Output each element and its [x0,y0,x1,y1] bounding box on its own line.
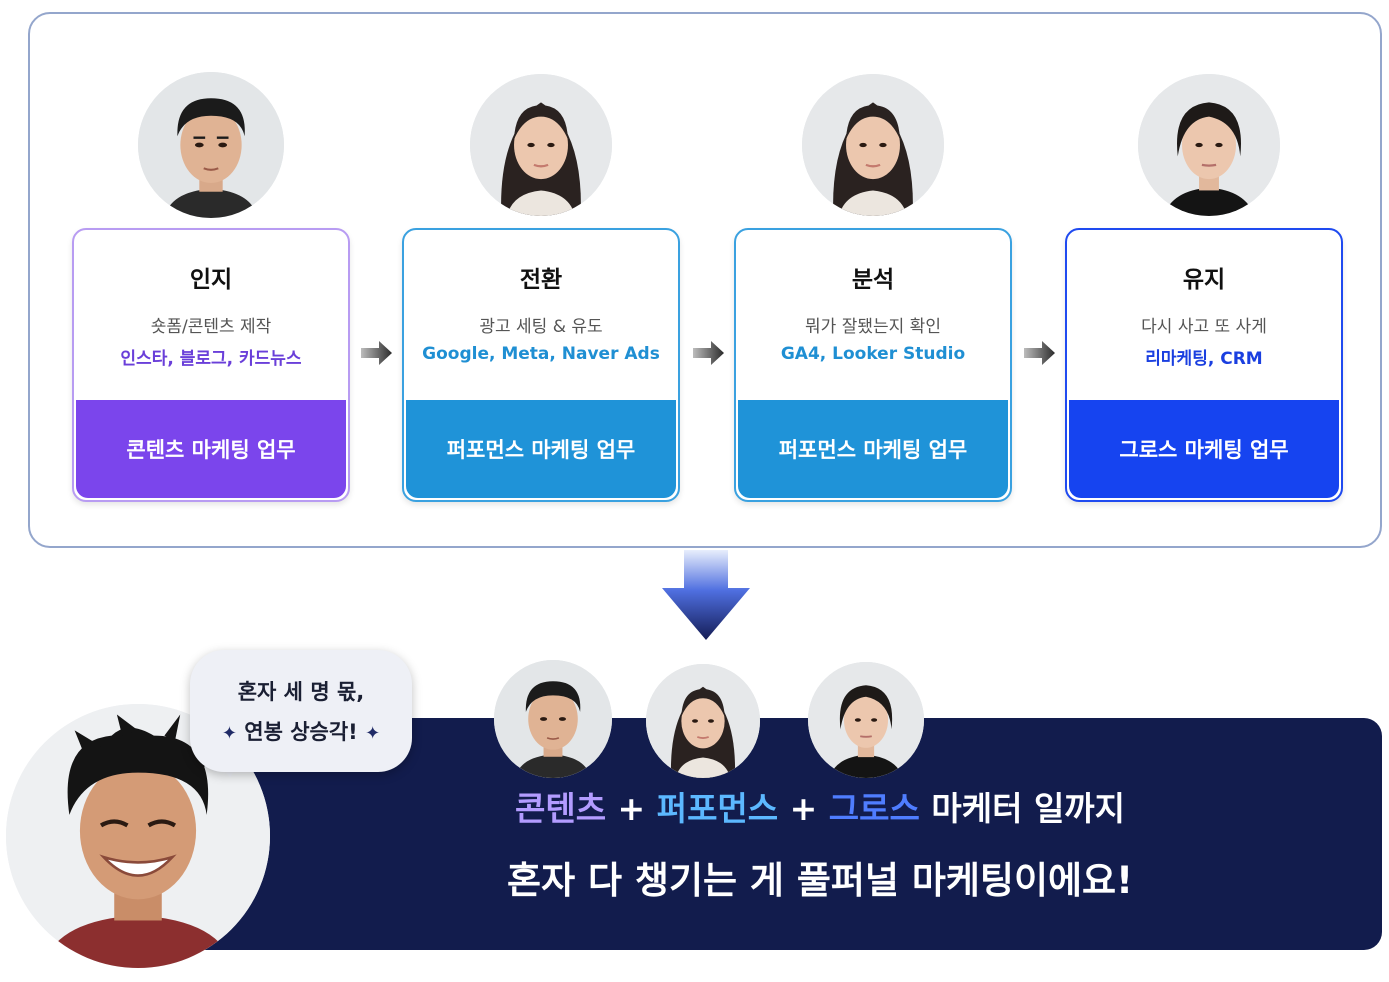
plus-sign: + [778,789,829,828]
growth-marketer-label: 그로스 [828,789,920,828]
bubble-line-2-wrap: ✦ 연봉 상승각! ✦ [190,716,412,746]
headline-rest: 마케터 일까지 [919,789,1126,828]
summary-subheadline: 혼자 다 챙기는 게 풀퍼널 마케팅이에요! [507,859,1133,902]
stage-task: 광고 세팅 & 유도 [479,317,603,337]
funnel-card-awareness: 인지 숏폼/콘텐츠 제작 인스타, 블로그, 카드뉴스 콘텐츠 마케팅 업무 [72,228,350,502]
avatar-woman-small [646,664,760,778]
stage-role: 퍼포먼스 마케팅 업무 [406,400,676,498]
bubble-line-1: 혼자 세 명 몫, [237,680,365,704]
stage-tools: Google, Meta, Naver Ads [422,344,660,364]
funnel-card-conversion: 전환 광고 세팅 & 유도 Google, Meta, Naver Ads 퍼포… [402,228,680,502]
stage-tools: 인스타, 블로그, 카드뉴스 [120,349,302,369]
funnel-card-retention: 유지 다시 사고 또 사게 리마케팅, CRM 그로스 마케팅 업무 [1065,228,1343,502]
stage-title: 인지 [189,267,233,293]
stage-role: 그로스 마케팅 업무 [1069,400,1339,498]
plus-sign: + [606,789,657,828]
stage-task: 숏폼/콘텐츠 제작 [150,317,272,337]
stage-task: 뭐가 잘됐는지 확인 [805,317,941,337]
stage-role: 콘텐츠 마케팅 업무 [76,400,346,498]
avatar-woman-analysis [802,74,944,216]
bubble-line-2: 연봉 상승각! [244,720,358,744]
performance-marketer-label: 퍼포먼스 [656,789,779,828]
arrow-right-icon [361,341,392,365]
stage-tools: 리마케팅, CRM [1145,349,1263,369]
stage-title: 분석 [851,267,895,293]
avatar-woman-conversion [470,74,612,216]
sparkle-icon: ✦ [365,723,381,744]
avatar-woman-short-hair-small [808,662,924,778]
stage-tools: GA4, Looker Studio [780,344,966,364]
stage-title: 유지 [1182,267,1226,293]
arrow-right-icon [693,341,724,365]
funnel-card-analysis: 분석 뭐가 잘됐는지 확인 GA4, Looker Studio 퍼포먼스 마케… [734,228,1012,502]
summary-headline: 콘텐츠 + 퍼포먼스 + 그로스 마케터 일까지 [270,782,1370,830]
avatar-man-small [494,660,612,778]
content-marketer-label: 콘텐츠 [514,789,607,828]
stage-task: 다시 사고 또 사게 [1141,317,1267,337]
avatar-smiling-man [6,704,270,968]
arrow-right-icon [1024,341,1055,365]
sparkle-icon: ✦ [221,723,237,744]
arrow-down-icon [662,550,750,640]
stage-role: 퍼포먼스 마케팅 업무 [738,400,1008,498]
stage-title: 전환 [519,267,563,293]
avatar-woman-retention [1138,74,1280,216]
avatar-man-content [138,72,284,218]
speech-bubble: 혼자 세 명 몫, ✦ 연봉 상승각! ✦ [190,650,412,772]
